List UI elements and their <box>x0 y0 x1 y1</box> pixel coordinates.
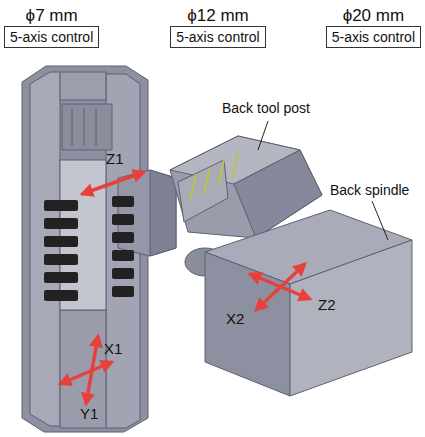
spec-box: ϕ20 mm5-axis control <box>326 6 421 48</box>
axis-label: X2 <box>226 310 244 327</box>
leader-lines <box>258 121 388 240</box>
axis-label: Y1 <box>80 405 98 422</box>
spec-box: ϕ7 mm5-axis control <box>4 6 99 48</box>
axis-label: X1 <box>104 340 122 357</box>
diameter-label: ϕ7 mm <box>4 6 99 26</box>
tool-holders <box>44 196 134 301</box>
axis-control-label: 5-axis control <box>4 26 99 49</box>
gang-tool-frame <box>22 66 176 432</box>
diameter-label: ϕ20 mm <box>326 6 421 26</box>
diameter-label: ϕ12 mm <box>170 6 265 26</box>
axis-label: Z1 <box>106 150 124 167</box>
axis-control-label: 5-axis control <box>170 26 265 49</box>
axis-label: Z2 <box>318 296 336 313</box>
axis-arrows <box>60 172 310 404</box>
axis-control-label: 5-axis control <box>326 26 421 49</box>
part-name: Back spindle <box>330 182 409 198</box>
back-spindle <box>185 210 412 396</box>
spec-box: ϕ12 mm5-axis control <box>170 6 265 48</box>
part-name: Back tool post <box>222 100 310 116</box>
